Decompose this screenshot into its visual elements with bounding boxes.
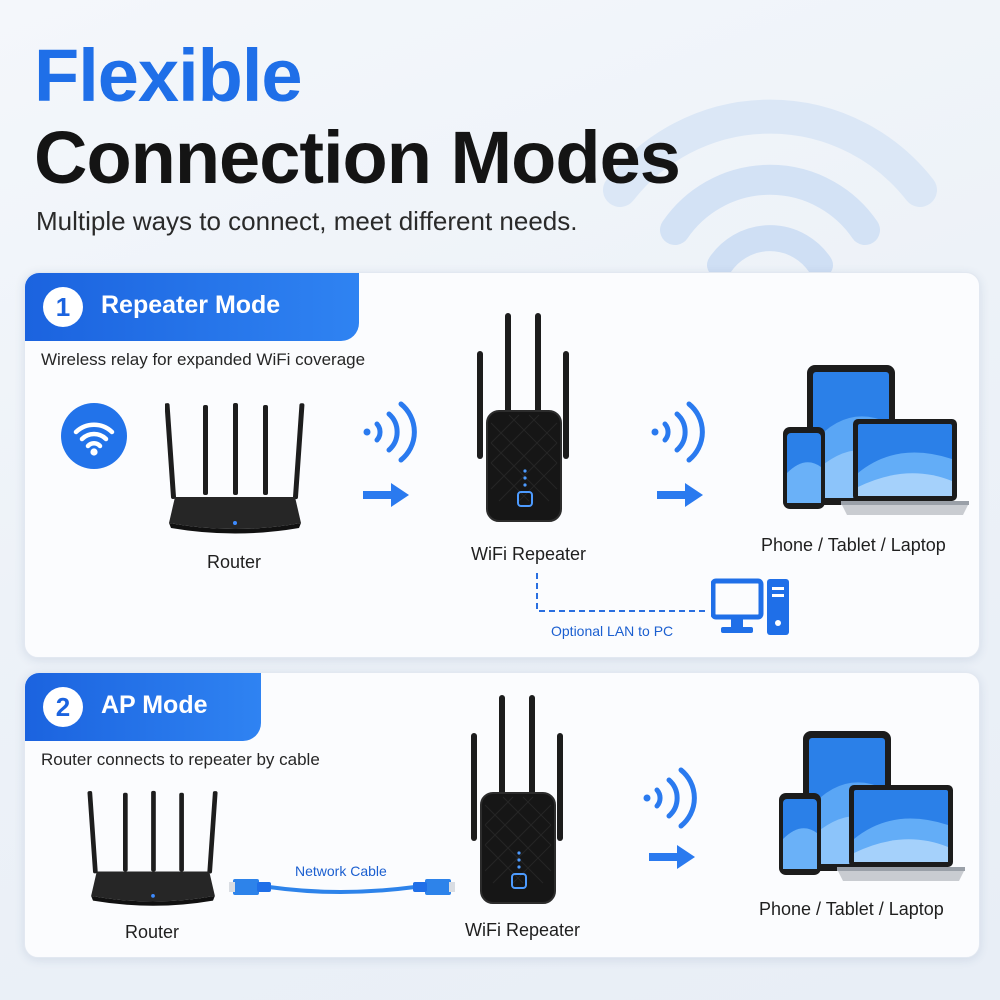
desktop-pc-icon bbox=[711, 578, 789, 635]
devices-label: Phone / Tablet / Laptop bbox=[761, 535, 946, 555]
laptop-icon bbox=[837, 785, 965, 881]
router-icon bbox=[165, 403, 305, 534]
laptop-icon bbox=[841, 419, 969, 515]
title-line-1: Flexible bbox=[34, 34, 303, 117]
title-line-2: Connection Modes bbox=[34, 116, 681, 199]
repeater-icon bbox=[477, 313, 569, 522]
router-label: Router bbox=[207, 552, 262, 572]
devices-icon bbox=[779, 731, 965, 881]
repeater-label: WiFi Repeater bbox=[465, 920, 581, 940]
ap-mode-description: Router connects to repeater by cable bbox=[41, 750, 320, 769]
mode-number-badge: 1 bbox=[43, 287, 83, 327]
repeater-mode-panel: 1 Repeater Mode Wireless relay for expan… bbox=[24, 272, 980, 658]
router-label: Router bbox=[125, 922, 180, 942]
repeater-label: WiFi Repeater bbox=[471, 544, 587, 564]
ap-mode-tab: 2 AP Mode bbox=[25, 673, 261, 741]
router-icon bbox=[87, 790, 218, 906]
wifi-icon bbox=[61, 403, 127, 469]
arrow-right-icon bbox=[649, 845, 695, 869]
repeater-mode-tab: 1 Repeater Mode bbox=[25, 273, 359, 341]
arrow-right-icon bbox=[657, 483, 703, 507]
signal-waves-icon bbox=[643, 767, 697, 829]
mode-number-badge: 2 bbox=[43, 687, 83, 727]
arrow-right-icon bbox=[363, 483, 409, 507]
phone-icon bbox=[783, 427, 825, 509]
devices-label: Phone / Tablet / Laptop bbox=[759, 899, 944, 919]
repeater-icon bbox=[471, 695, 563, 904]
background-wifi-icon bbox=[603, 99, 937, 278]
ap-mode-title: AP Mode bbox=[101, 691, 208, 719]
ap-mode-panel: 2 AP Mode Router connects to repeater by… bbox=[24, 672, 980, 958]
signal-waves-icon bbox=[651, 401, 705, 463]
repeater-mode-description: Wireless relay for expanded WiFi coverag… bbox=[41, 350, 366, 369]
signal-waves-icon bbox=[363, 401, 417, 463]
repeater-mode-title: Repeater Mode bbox=[101, 291, 281, 319]
phone-icon bbox=[779, 793, 821, 875]
lan-dashed-line bbox=[536, 573, 707, 612]
lan-label: Optional LAN to PC bbox=[551, 623, 674, 639]
subtitle: Multiple ways to connect, meet different… bbox=[36, 206, 578, 236]
ethernet-cable-icon bbox=[229, 879, 455, 895]
devices-icon bbox=[783, 365, 969, 515]
cable-label: Network Cable bbox=[295, 863, 387, 879]
